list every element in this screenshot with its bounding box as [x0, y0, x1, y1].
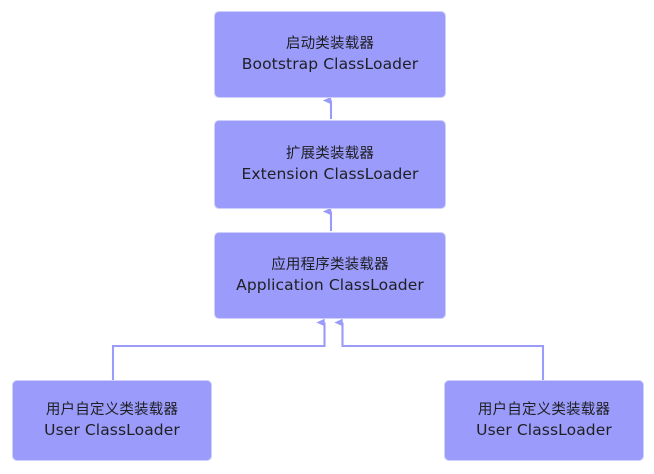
node-bootstrap-label-en: Bootstrap ClassLoader — [241, 54, 419, 73]
node-bootstrap-classloader[interactable]: 启动类装载器 Bootstrap ClassLoader — [214, 11, 446, 98]
node-user-right-label-en: User ClassLoader — [476, 420, 612, 439]
node-user-classloader-left[interactable]: 用户自定义类装载器 User ClassLoader — [12, 380, 212, 461]
edge-user-right-to-application — [334, 318, 545, 380]
node-application-label-cn: 应用程序类装载器 — [271, 256, 389, 273]
node-application-label-en: Application ClassLoader — [236, 275, 424, 294]
node-bootstrap-label-cn: 启动类装载器 — [285, 35, 375, 52]
node-user-left-label-cn: 用户自定义类装载器 — [45, 401, 179, 418]
node-extension-classloader[interactable]: 扩展类装载器 Extension ClassLoader — [214, 120, 446, 209]
node-user-classloader-right[interactable]: 用户自定义类装载器 User ClassLoader — [444, 380, 644, 461]
node-user-right-label-cn: 用户自定义类装载器 — [477, 401, 611, 418]
node-user-left-label-en: User ClassLoader — [44, 420, 180, 439]
node-application-classloader[interactable]: 应用程序类装载器 Application ClassLoader — [214, 232, 446, 319]
node-extension-label-en: Extension ClassLoader — [241, 164, 419, 183]
node-extension-label-cn: 扩展类装载器 — [285, 145, 375, 162]
edge-user-left-to-application — [111, 318, 326, 380]
